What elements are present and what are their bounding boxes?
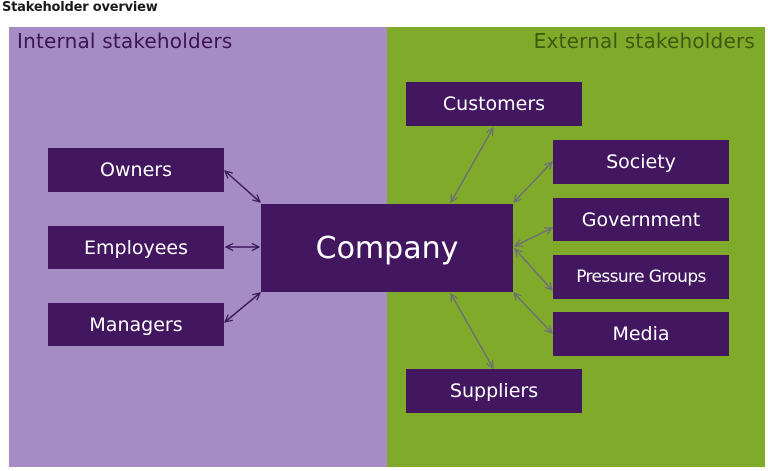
internal-panel-label: Internal stakeholders [17, 29, 233, 53]
company-box: Company [261, 204, 513, 292]
employees-box: Employees [48, 226, 224, 269]
customers-box: Customers [406, 82, 582, 126]
diagram-title: Stakeholder overview [2, 0, 158, 15]
society-box: Society [553, 140, 729, 184]
media-box: Media [553, 312, 729, 356]
government-box: Government [553, 198, 729, 241]
owners-box: Owners [48, 148, 224, 192]
managers-box: Managers [48, 303, 224, 346]
external-panel-label: External stakeholders [533, 29, 755, 53]
suppliers-box: Suppliers [406, 369, 582, 413]
pressure-groups-box: Pressure Groups [553, 255, 729, 299]
